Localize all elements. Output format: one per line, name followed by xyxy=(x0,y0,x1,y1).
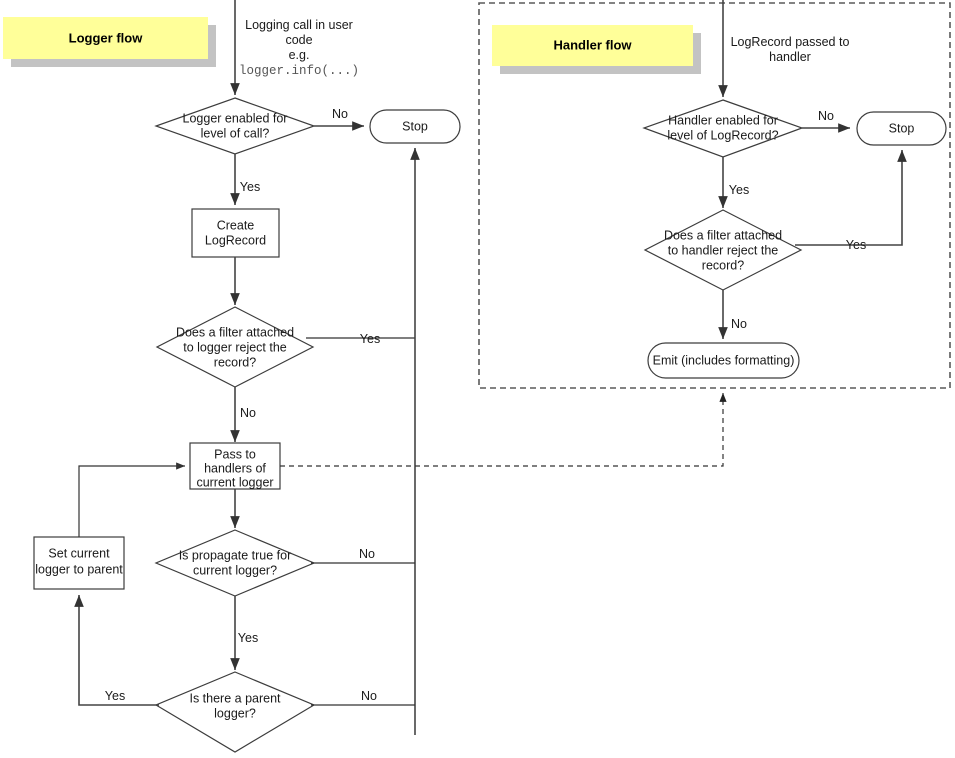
pass-to-handlers-box xyxy=(189,442,281,490)
has-parent-diamond xyxy=(154,671,316,753)
handler-filter-line3: record? xyxy=(702,258,744,272)
pass-to-handlers-line3: current logger xyxy=(196,475,273,489)
emit-label: Emit (includes formatting) xyxy=(653,353,795,367)
edge-handler-filter-yes xyxy=(795,149,907,246)
node-handler-enabled: Handler enabled for level of LogRecord? xyxy=(642,99,804,158)
logger-enabled-line2: level of call? xyxy=(201,126,270,140)
node-pass-to-handlers: Pass to handlers of current logger xyxy=(189,442,281,490)
edge-label-handler-filter-no: No xyxy=(731,317,747,331)
logger-entry-line1: Logging call in user xyxy=(245,18,353,32)
emit-shape xyxy=(647,342,800,379)
logger-entry-line2: code xyxy=(285,33,312,47)
pass-to-handlers-line2: handlers of xyxy=(204,461,266,475)
handler-entry-line2: handler xyxy=(769,50,811,64)
node-handler-filter: Does a filter attached to handler reject… xyxy=(643,209,803,291)
edge-label-has-parent-no: No xyxy=(361,689,377,703)
edge-has-parent-yes xyxy=(74,594,159,706)
handler-enabled-line1: Handler enabled for xyxy=(668,113,778,127)
edge-label-handler-enabled-yes: Yes xyxy=(729,183,749,197)
logger-entry-caption: Logging call in user code e.g. logger.in… xyxy=(239,18,359,78)
logger-filter-line2: to logger reject the xyxy=(183,340,287,354)
edge-label-logger-filter-yes: Yes xyxy=(360,332,380,346)
handler-flow-label-text: Handler flow xyxy=(553,37,632,52)
node-has-parent: Is there a parent logger? xyxy=(154,671,316,753)
set-parent-line2: logger to parent xyxy=(35,562,123,576)
node-emit: Emit (includes formatting) xyxy=(647,342,800,379)
logger-label-box xyxy=(3,17,208,59)
node-is-propagate: Is propagate true for current logger? xyxy=(154,529,316,597)
has-parent-line2: logger? xyxy=(214,706,256,720)
node-logger-enabled: Logger enabled for level of call? xyxy=(154,97,316,155)
handler-stop-shape xyxy=(856,111,947,146)
logger-entry-line4-code: logger.info(...) xyxy=(239,64,359,78)
logger-flow-label-text: Logger flow xyxy=(69,30,144,45)
logger-enabled-line1: Logger enabled for xyxy=(183,111,288,125)
is-propagate-line2: current logger? xyxy=(193,563,277,577)
logger-filter-line3: record? xyxy=(214,355,256,369)
create-logrecord-box xyxy=(191,208,280,258)
handler-entry-caption: LogRecord passed to handler xyxy=(731,35,850,64)
edge-label-logger-filter-no: No xyxy=(240,406,256,420)
handler-flow-label: Handler flow xyxy=(492,25,701,74)
create-logrecord-line2: LogRecord xyxy=(205,233,266,247)
pass-to-handlers-line1: Pass to xyxy=(214,447,256,461)
edge-label-logger-enabled-yes: Yes xyxy=(240,180,260,194)
node-logger-stop: Stop xyxy=(369,109,461,144)
edge-label-handler-enabled-no: No xyxy=(818,109,834,123)
is-propagate-line1: Is propagate true for xyxy=(179,548,292,562)
set-parent-line1: Set current xyxy=(48,546,110,560)
create-logrecord-line1: Create xyxy=(217,218,255,232)
node-handler-stop: Stop xyxy=(856,111,947,146)
handler-filter-line2: to handler reject the xyxy=(668,243,779,257)
edge-label-has-parent-yes: Yes xyxy=(105,689,125,703)
handler-filter-line1: Does a filter attached xyxy=(664,228,782,242)
handler-flow-region xyxy=(478,2,951,389)
edge-handlers-to-handler-flow xyxy=(280,392,727,467)
edge-label-is-propagate-yes: Yes xyxy=(238,631,258,645)
logger-stop-label: Stop xyxy=(402,119,428,133)
has-parent-line1: Is there a parent xyxy=(189,691,281,705)
edge-set-parent-to-handlers xyxy=(78,462,186,537)
handler-entry-line1: LogRecord passed to xyxy=(731,35,850,49)
edge-label-is-propagate-no: No xyxy=(359,547,375,561)
logger-stop-shape xyxy=(369,109,461,144)
edge-label-logger-enabled-no: No xyxy=(332,107,348,121)
logger-filter-line1: Does a filter attached xyxy=(176,325,294,339)
node-create-logrecord: Create LogRecord xyxy=(191,208,280,258)
logger-flow-label: Logger flow xyxy=(3,17,216,67)
handler-label-box xyxy=(492,25,693,66)
handler-stop-label: Stop xyxy=(889,121,915,135)
handler-enabled-line2: level of LogRecord? xyxy=(667,128,778,142)
node-logger-filter: Does a filter attached to logger reject … xyxy=(155,306,315,388)
node-set-parent: Set current logger to parent xyxy=(33,536,125,590)
edge-label-handler-filter-yes: Yes xyxy=(846,238,866,252)
logger-entry-line3: e.g. xyxy=(289,48,310,62)
